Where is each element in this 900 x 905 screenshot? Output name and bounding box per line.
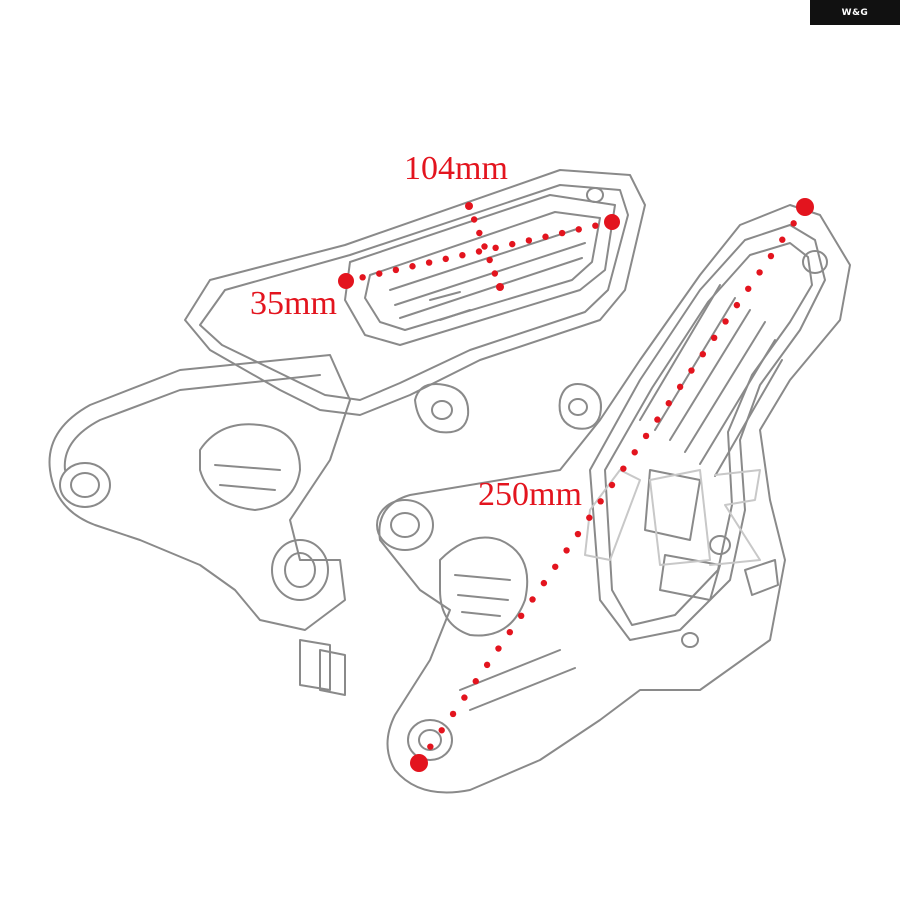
depth-dimension-line-dot [481, 243, 488, 250]
length-dimension-line-dot [540, 579, 548, 587]
width-dimension-line-end-marker [338, 273, 354, 289]
length-dimension-line-dot [790, 220, 797, 227]
length-dimension-line [410, 198, 814, 772]
length-dimension-line-end-marker [410, 754, 428, 772]
width-dimension-line-dot [409, 263, 416, 270]
length-dimension-line-dot [517, 612, 525, 620]
width-dimension-line [338, 214, 620, 289]
length-dimension-line-dot [756, 269, 763, 276]
length-dimension-line-dot [767, 252, 775, 260]
length-dimension-line-dot [586, 514, 593, 521]
width-dimension-line-end-marker [604, 214, 620, 230]
width-dimension-line-dot [492, 244, 499, 252]
length-dimension-line-dot [631, 449, 638, 456]
length-dimension-line-dot [495, 645, 502, 652]
width-dimension-line-dot [542, 233, 549, 240]
length-dimension-line-dot [574, 530, 582, 538]
depth-dimension-line-end-marker [465, 202, 473, 210]
depth-dimension-line-dot [491, 270, 499, 277]
length-dimension-line-dot [461, 694, 468, 701]
length-dimension-line-dot [642, 432, 650, 440]
right-bracket [376, 204, 851, 794]
length-dimension-line-dot [449, 710, 457, 718]
width-dimension-line-dot [592, 222, 599, 229]
left-bracket [48, 169, 646, 696]
width-dimension-line-dot [442, 255, 449, 263]
depth-dimension-line-dot [470, 216, 478, 223]
length-dimension-line-dot [710, 334, 718, 342]
length-dimension-line-dot [506, 628, 514, 636]
length-dimension-line-dot [688, 367, 695, 374]
length-dimension-line-dot [597, 498, 604, 505]
length-dimension-line-end-marker [796, 198, 814, 216]
dimension-markers [338, 198, 814, 772]
length-dimension-line-dot [427, 743, 434, 750]
depth-dimension-line-dot [486, 256, 493, 264]
length-dimension-line-dot [529, 596, 536, 603]
brand-logo-badge: W&G [810, 0, 900, 25]
length-dimension-line-dot [779, 236, 786, 243]
length-dimension-line-dot [620, 465, 627, 472]
width-dimension-line-dot [509, 240, 516, 248]
length-dimension-label: 250mm [478, 476, 582, 513]
width-dimension-line-dot [359, 274, 366, 281]
depth-dimension-line [465, 202, 504, 291]
width-dimension-line-dot [392, 266, 400, 274]
width-dimension-line-dot [425, 259, 433, 266]
length-dimension-line-dot [563, 547, 570, 554]
brand-badge-text: W&G [841, 7, 869, 18]
length-dimension-line-dot [472, 678, 479, 685]
length-dimension-line-dot [608, 481, 616, 489]
width-dimension-line-dot [575, 226, 582, 233]
length-dimension-line-dot [745, 285, 752, 292]
length-dimension-line-dot [654, 416, 661, 423]
depth-dimension-label: 35mm [250, 285, 337, 322]
length-dimension-line-dot [552, 563, 559, 570]
length-dimension-line-dot [733, 301, 741, 309]
width-dimension-line-dot [376, 270, 383, 277]
length-dimension-line-dot [676, 383, 684, 391]
width-dimension-line-dot [558, 229, 566, 237]
width-dimension-label: 104mm [404, 150, 508, 187]
length-dimension-line-dot [438, 727, 445, 734]
width-dimension-line-dot [525, 237, 533, 244]
depth-dimension-line-dot [476, 229, 483, 237]
depth-dimension-line-end-marker [496, 283, 504, 291]
width-dimension-line-dot [459, 251, 466, 259]
length-dimension-line-dot [665, 400, 672, 407]
length-dimension-line-dot [722, 318, 729, 325]
length-dimension-line-dot [483, 661, 491, 669]
width-dimension-line-dot [475, 248, 483, 255]
length-dimension-line-dot [699, 350, 707, 358]
